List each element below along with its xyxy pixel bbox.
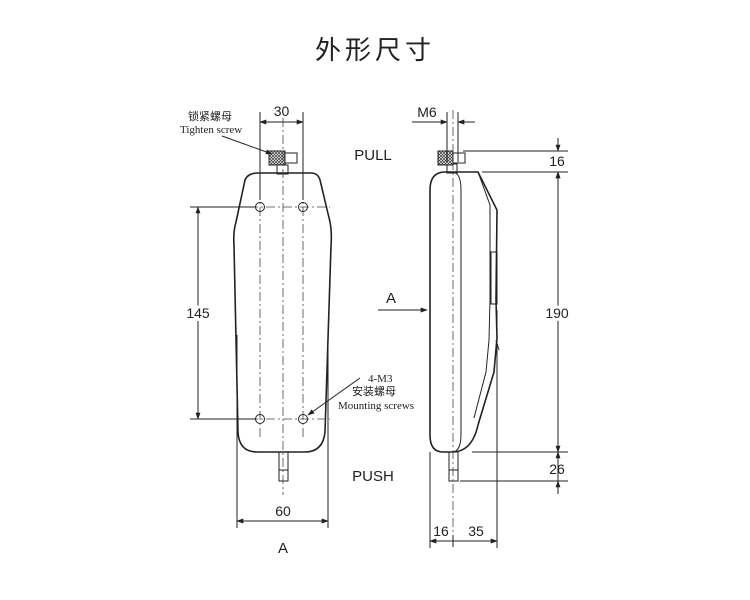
dim-30: 30 — [274, 103, 290, 119]
mounting-screws-label-cn: 安装螺母 — [352, 384, 396, 398]
tighten-screw-label-cn: 锁紧螺母 — [188, 109, 232, 123]
mounting-screws-spec: 4-M3 — [368, 373, 393, 385]
drawing-title: 外形尺寸 — [314, 36, 435, 66]
view-arrow-label-a: A — [386, 290, 396, 307]
front-bottom-shaft — [278, 451, 289, 482]
side-display-bump — [490, 251, 498, 305]
mount-hole-top-right — [298, 202, 308, 212]
dim-m6: M6 — [417, 104, 437, 120]
dim-60: 60 — [275, 503, 291, 519]
view-label-a: A — [278, 540, 288, 557]
front-view: 30 145 60 A 锁紧螺母 Tighten screw 4-M3 安装螺母… — [180, 103, 414, 557]
front-body-outline — [232, 172, 333, 453]
dim-35: 35 — [468, 523, 484, 539]
dim-16-top: 16 — [549, 153, 565, 169]
push-label: PUSH — [352, 468, 394, 485]
mount-hole-bottom-left — [255, 414, 265, 424]
mount-hole-top-left — [255, 202, 265, 212]
dim-26: 26 — [549, 461, 565, 477]
tighten-screw-label-en: Tighten screw — [180, 124, 242, 136]
side-view: M6 16 190 26 A 16 35 — [378, 104, 572, 548]
side-bottom-shaft — [448, 451, 459, 482]
front-nut-collar — [284, 152, 298, 164]
mounting-screws-label-en: Mounting screws — [338, 400, 414, 412]
mount-hole-bottom-right — [298, 414, 308, 424]
side-tighten-nut — [437, 150, 454, 166]
pull-label: PULL — [354, 147, 392, 164]
dim-16-bottom: 16 — [433, 523, 449, 539]
dim-145: 145 — [186, 305, 210, 321]
side-body-outline — [429, 171, 498, 453]
dim-190: 190 — [545, 305, 569, 321]
